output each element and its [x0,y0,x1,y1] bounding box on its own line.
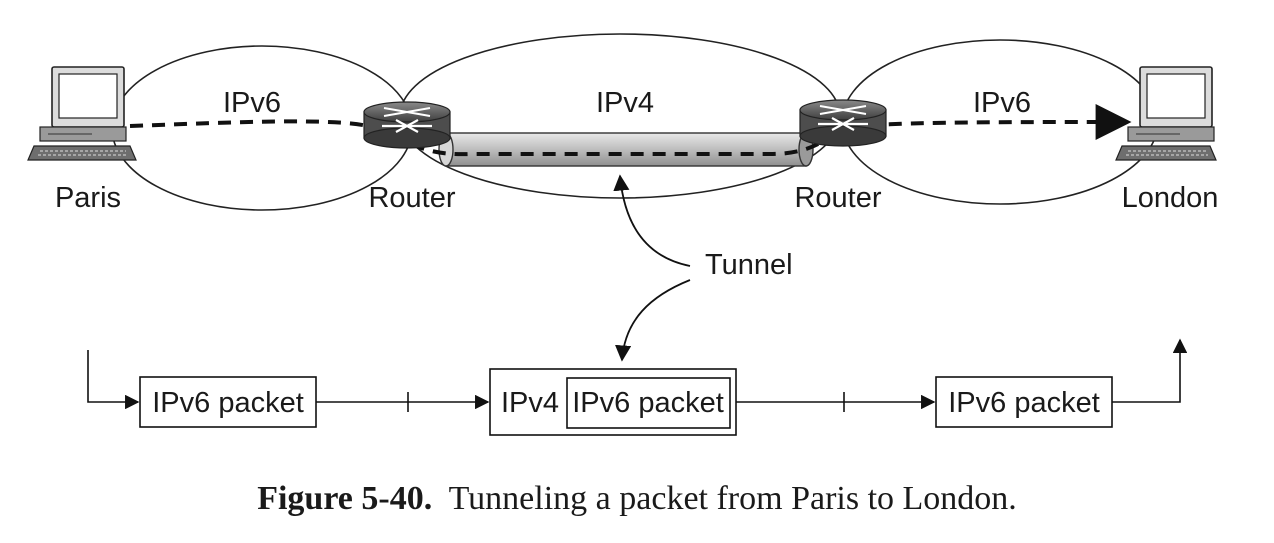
network-label-middle: IPv4 [596,87,654,119]
network-label-right: IPv6 [973,87,1031,119]
figure-caption-text: Tunneling a packet from Paris to London. [448,480,1017,517]
packet-label-outer-header: IPv4 [501,387,559,419]
packet-label-inner: IPv6 packet [572,387,724,419]
node-label-london: London [1122,182,1219,214]
node-label-router-right: Router [794,182,881,214]
figure-caption: Figure 5-40. Tunneling a packet from Par… [0,480,1274,518]
tunnel-arrow-down [615,279,691,362]
node-label-router-left: Router [368,182,455,214]
tunnel-tube [438,132,814,167]
london-computer-icon [1115,66,1217,161]
figure-number: Figure 5-40. [257,480,433,517]
flow-start-line [87,350,140,410]
node-label-paris: Paris [55,182,121,214]
packet-path [129,104,1132,157]
packet-label-last: IPv6 packet [948,387,1100,419]
network-label-left: IPv6 [223,87,281,119]
packet-label-first: IPv6 packet [152,387,304,419]
flow-end-line [1112,338,1188,403]
packet-box-first: IPv6 packet [139,376,317,428]
packet-box-tunneled: IPv4 IPv6 packet [489,368,737,436]
router-left-icon [363,101,451,149]
packet-box-last: IPv6 packet [935,376,1113,428]
tunnel-arrow-up [613,174,691,267]
paris-computer-icon [27,66,137,161]
router-right-icon [799,99,887,147]
tunnel-label: Tunnel [705,249,793,281]
